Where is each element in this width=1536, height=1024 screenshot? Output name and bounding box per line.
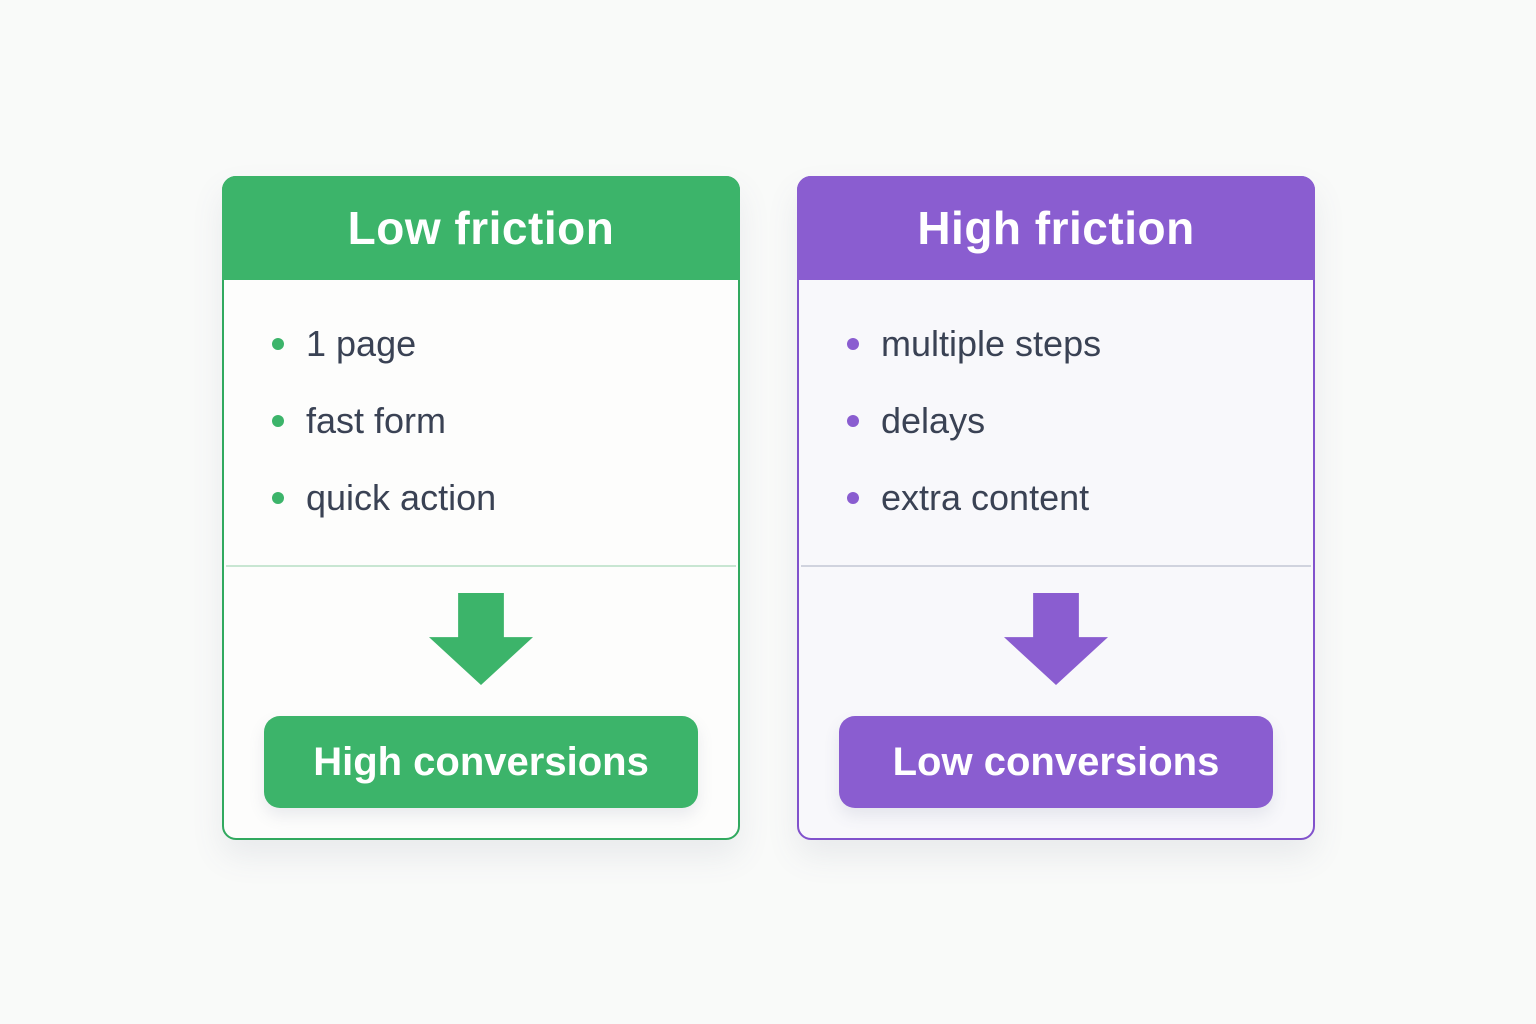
bullet-label: quick action xyxy=(306,477,497,518)
high-friction-card-header: High friction xyxy=(797,176,1315,280)
bullet-list: multiple steps delays extra content xyxy=(799,280,1313,522)
bullet-label: extra content xyxy=(881,477,1090,518)
list-item: 1 page xyxy=(272,320,738,368)
down-arrow-icon xyxy=(1004,593,1108,685)
list-item: multiple steps xyxy=(847,320,1313,368)
list-item: delays xyxy=(847,397,1313,445)
bullet-label: multiple steps xyxy=(881,323,1102,364)
low-conversions-button[interactable]: Low conversions xyxy=(839,716,1273,808)
low-friction-card-header: Low friction xyxy=(222,176,740,280)
bullet-dot-icon xyxy=(847,492,859,504)
high-conversions-button[interactable]: High conversions xyxy=(264,716,698,808)
card-title: Low friction xyxy=(347,202,615,254)
high-friction-card: High friction multiple steps delays extr… xyxy=(797,176,1315,840)
list-item: extra content xyxy=(847,474,1313,522)
list-item: fast form xyxy=(272,397,738,445)
bullet-list: 1 page fast form quick action xyxy=(224,280,738,522)
list-item: quick action xyxy=(272,474,738,522)
down-arrow-icon xyxy=(429,593,533,685)
divider xyxy=(801,565,1311,567)
bullet-dot-icon xyxy=(272,338,284,350)
card-title: High friction xyxy=(917,202,1195,254)
bullet-label: delays xyxy=(881,400,986,441)
bullet-dot-icon xyxy=(847,415,859,427)
bullet-label: fast form xyxy=(306,400,447,441)
bullet-label: 1 page xyxy=(306,323,417,364)
bullet-dot-icon xyxy=(272,415,284,427)
divider xyxy=(226,565,736,567)
low-friction-card: Low friction 1 page fast form quick acti… xyxy=(222,176,740,840)
bullet-dot-icon xyxy=(847,338,859,350)
bullet-dot-icon xyxy=(272,492,284,504)
